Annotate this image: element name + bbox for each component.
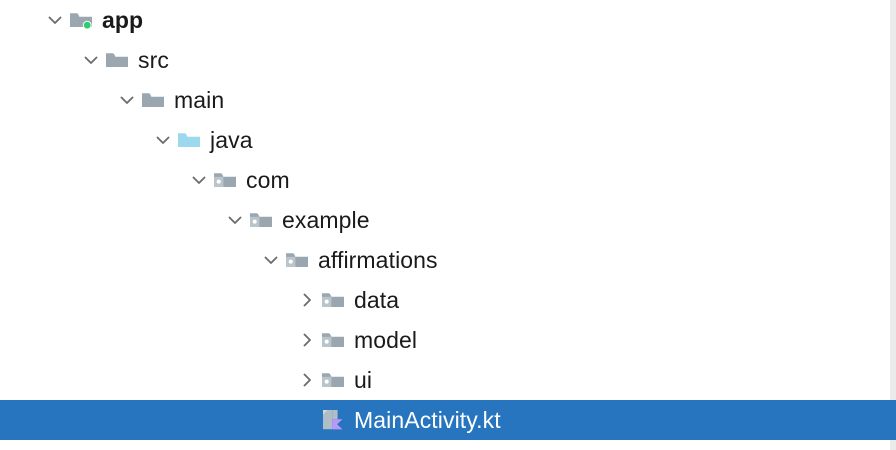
tree-row-label: model [354,326,418,353]
tree-row-affirmations[interactable]: affirmations [0,240,896,280]
package-folder-icon [320,287,346,313]
tree-row-label: example [282,206,370,233]
tree-row-label: data [354,286,400,313]
package-folder-icon [284,247,310,273]
tree-row-model[interactable]: model [0,320,896,360]
indent-spacer [0,340,296,341]
package-folder-icon [248,207,274,233]
module-folder-icon [68,7,94,33]
package-folder-icon [320,327,346,353]
package-folder-icon [212,167,238,193]
indent-spacer [0,300,296,301]
chevron-right-icon[interactable] [296,369,318,391]
chevron-down-icon[interactable] [260,249,282,271]
tree-row-ui[interactable]: ui [0,360,896,400]
chevron-right-icon[interactable] [296,289,318,311]
chevron-down-icon[interactable] [116,89,138,111]
source-root-folder-icon [176,127,202,153]
indent-spacer [0,140,152,141]
indent-spacer [0,380,296,381]
indent-spacer [0,180,188,181]
chevron-down-icon[interactable] [152,129,174,151]
tree-row-main[interactable]: main [0,80,896,120]
tree-row-data[interactable]: data [0,280,896,320]
expander-placeholder [296,409,318,431]
indent-spacer [0,220,224,221]
indent-spacer [0,260,260,261]
tree-row-src[interactable]: src [0,40,896,80]
tree-row-label: affirmations [318,246,438,273]
chevron-down-icon[interactable] [44,9,66,31]
tree-row-example[interactable]: example [0,200,896,240]
tree-row-label: src [138,46,169,73]
tree-row-label: com [246,166,290,193]
indent-spacer [0,420,296,421]
folder-icon [104,47,130,73]
package-folder-icon [320,367,346,393]
indent-spacer [0,60,80,61]
chevron-down-icon[interactable] [188,169,210,191]
vertical-scrollbar[interactable] [890,0,896,450]
indent-spacer [0,20,44,21]
tree-row-label: MainActivity.kt [354,406,501,433]
chevron-down-icon[interactable] [224,209,246,231]
tree-row-com[interactable]: com [0,160,896,200]
tree-row-label: app [102,6,144,33]
tree-row-java[interactable]: java [0,120,896,160]
tree-row-label: main [174,86,225,113]
chevron-down-icon[interactable] [80,49,102,71]
chevron-right-icon[interactable] [296,329,318,351]
tree-row-label: java [210,126,253,153]
tree-row-label: ui [354,366,373,393]
kotlin-file-icon [320,407,346,433]
tree-row-mainactivity-kt[interactable]: MainActivity.kt [0,400,896,440]
folder-icon [140,87,166,113]
indent-spacer [0,100,116,101]
tree-row-app[interactable]: app [0,0,896,40]
